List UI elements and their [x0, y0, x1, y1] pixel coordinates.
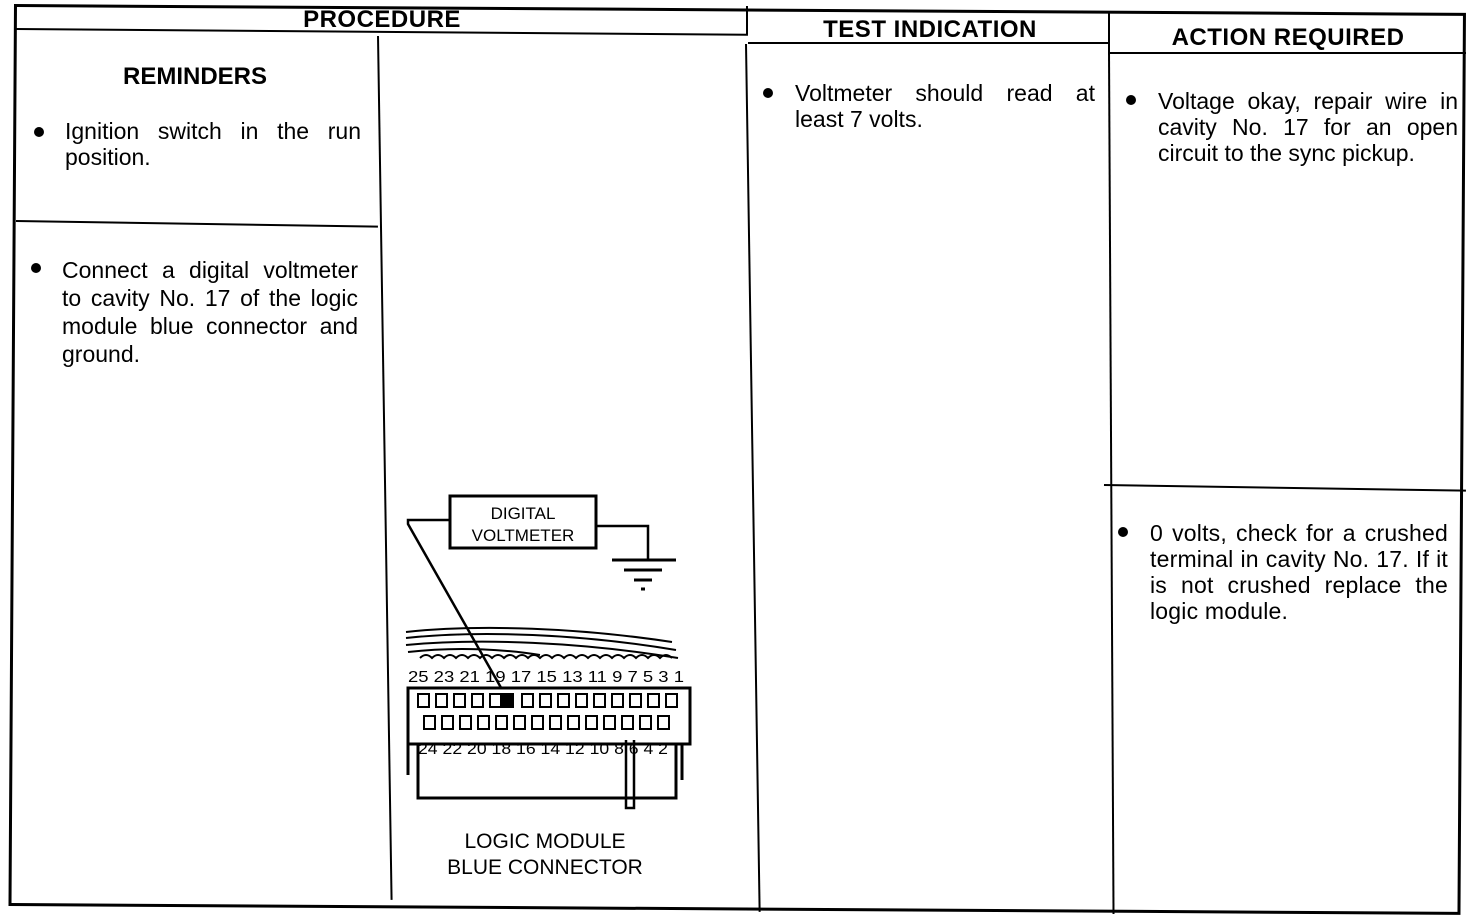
action-zero-volts: 0 volts, check for a crushed terminal in…	[1150, 520, 1448, 624]
latch	[624, 740, 636, 810]
ground-lead	[596, 524, 650, 560]
bullet-icon	[34, 127, 44, 137]
column-divider	[746, 6, 748, 34]
bullet-icon	[1126, 95, 1136, 105]
bullet-icon	[31, 263, 41, 273]
column-divider	[1108, 12, 1110, 52]
diagram-caption-line2: BLUE CONNECTOR	[447, 856, 643, 879]
cavity-row-top	[417, 693, 678, 708]
test-indication-header: TEST INDICATION	[823, 16, 1037, 43]
voltmeter-label-2: VOLTMETER	[472, 526, 575, 545]
top-pin-numbers: 25 23 21 19 17 15 13 11 9 7 5 3 1	[408, 669, 684, 686]
bullet-icon	[1118, 527, 1128, 537]
procedure-step: Connect a digital voltmeter to cavity No…	[62, 257, 358, 367]
header-underline	[748, 42, 1110, 44]
diagram-caption-line1: LOGIC MODULE	[464, 830, 626, 853]
reminders-title: REMINDERS	[122, 63, 267, 90]
probe-lead	[406, 518, 510, 701]
bottom-pin-numbers: 24 22 20 18 16 14 12 10 8 6 4 2	[418, 741, 668, 758]
voltmeter-label-1: DIGITAL	[491, 504, 556, 523]
bullet-icon	[763, 88, 773, 98]
ground-icon	[612, 558, 676, 591]
header-underline	[1110, 52, 1466, 54]
cavity-row-bottom	[423, 715, 670, 730]
connector-diagram: DIGITAL VOLTMETER 25 23 21 19 17 15 13 1…	[405, 494, 692, 810]
reminder-item: Ignition switch in the run position.	[65, 118, 361, 170]
connector-lower-housing	[406, 744, 684, 800]
action-required-header: ACTION REQUIRED	[1171, 24, 1405, 51]
wire-bundle	[405, 626, 679, 660]
test-indication-text: Voltmeter should read at least 7 volts.	[795, 80, 1095, 132]
procedure-header: PROCEDURE	[303, 6, 461, 33]
action-voltage-okay: Voltage okay, repair wire in cavity No. …	[1158, 88, 1458, 166]
voltmeter-box	[448, 494, 598, 550]
